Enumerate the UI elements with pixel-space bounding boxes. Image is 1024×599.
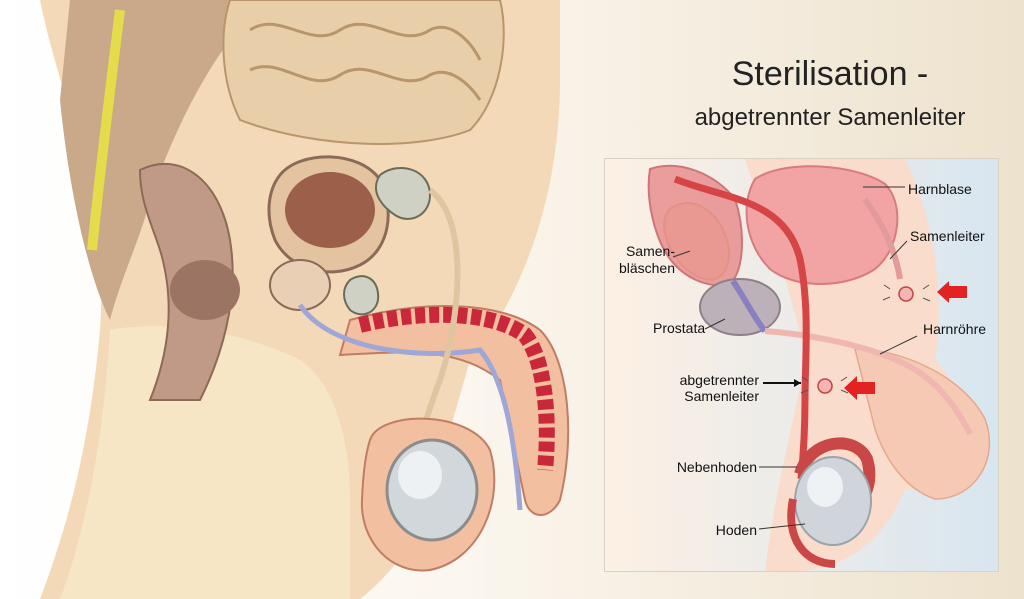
inset-vas-left bbox=[673, 175, 810, 400]
label-samenblaeschen-1: Samen- bbox=[625, 243, 675, 259]
label-nebenhoden: Nebenhoden bbox=[676, 459, 757, 475]
inset-bladder bbox=[745, 165, 899, 285]
label-samenblaeschen-2: bläschen bbox=[618, 260, 675, 276]
inset-urethra bbox=[764, 328, 973, 436]
red-arrow-upper bbox=[937, 281, 967, 303]
nerve-yellow bbox=[87, 9, 125, 251]
label-harnroehre: Harnröhre bbox=[923, 321, 987, 337]
urethra bbox=[297, 303, 523, 511]
red-arrow-lower bbox=[844, 376, 875, 400]
label-abgetrennter-2: Samenleiter bbox=[684, 388, 759, 404]
label-samenleiter: Samenleiter bbox=[910, 228, 985, 244]
prostate bbox=[269, 259, 331, 311]
inset-cut-marker-upper bbox=[882, 284, 931, 302]
inset-illustration bbox=[605, 159, 998, 571]
inset-cut-marker-lower bbox=[800, 376, 849, 394]
thigh bbox=[60, 326, 350, 599]
intestines bbox=[222, 0, 505, 145]
label-prostata: Prostata bbox=[653, 320, 706, 336]
label-hoden: Hoden bbox=[715, 522, 757, 538]
label-harnblase: Harnblase bbox=[908, 181, 972, 197]
spine bbox=[60, 0, 230, 320]
label-abgetrennter-1: abgetrennter bbox=[679, 372, 759, 388]
title-line-1: Sterilisation - bbox=[731, 55, 929, 93]
inset-diagram: Harnblase Samenleiter Samen- bläschen Pr… bbox=[604, 158, 999, 572]
pubic-bone bbox=[375, 166, 432, 220]
inset-penis bbox=[854, 348, 991, 500]
inset-vas-right bbox=[862, 197, 903, 280]
anatomy-illustration bbox=[40, 0, 570, 599]
title-line-2: abgetrennter Samenleiter bbox=[694, 104, 966, 131]
